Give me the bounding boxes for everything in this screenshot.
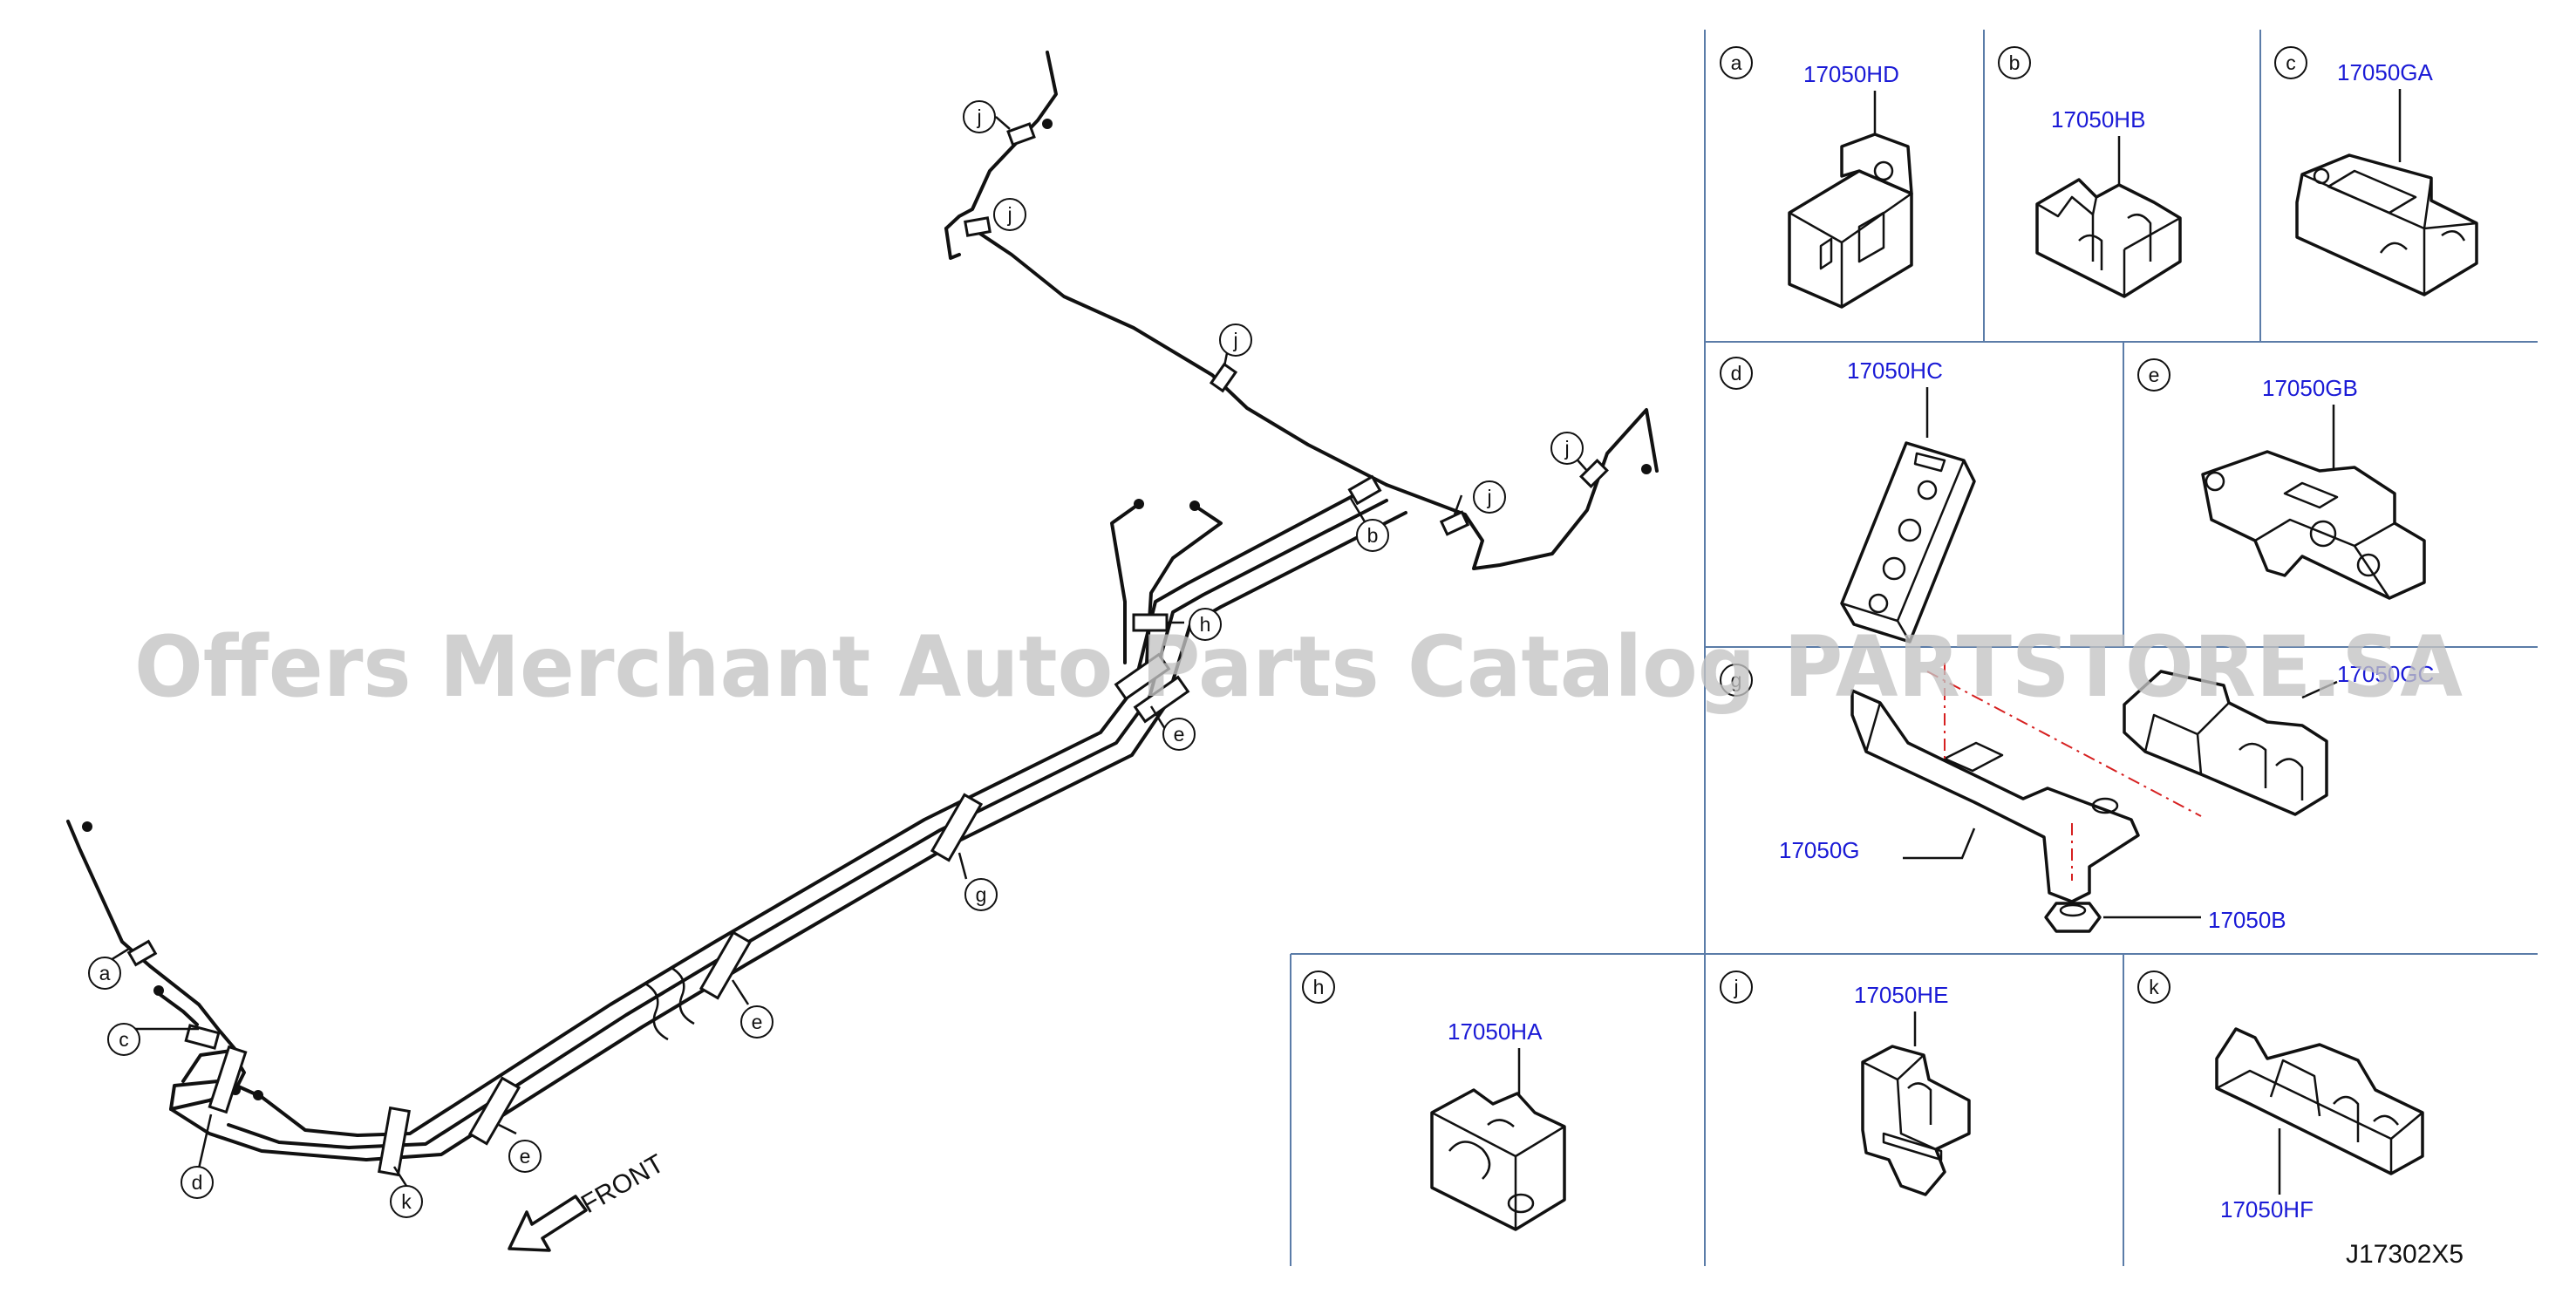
clip-part-c-image	[2295, 153, 2478, 296]
svg-text:e: e	[2149, 364, 2160, 386]
callout-a[interactable]: a	[88, 957, 121, 990]
svg-text:k: k	[401, 1190, 412, 1213]
svg-text:d: d	[1731, 362, 1742, 385]
clip-part-k-image	[2215, 1027, 2424, 1175]
svg-text:e: e	[520, 1145, 531, 1168]
part-number-17050GA[interactable]: 17050GA	[2337, 59, 2434, 85]
part-number-17050HA[interactable]: 17050HA	[1448, 1018, 1543, 1045]
callout-g[interactable]: g	[964, 878, 998, 911]
callout-e-2[interactable]: e	[740, 1005, 773, 1039]
part-number-17050G[interactable]: 17050G	[1779, 837, 1860, 863]
svg-text:e: e	[1174, 723, 1185, 746]
callout-d[interactable]: d	[181, 1166, 214, 1199]
part-number-17050GC[interactable]: 17050GC	[2337, 661, 2434, 687]
svg-text:g: g	[976, 883, 987, 906]
part-number-17050HC[interactable]: 17050HC	[1847, 358, 1943, 384]
svg-text:b: b	[1367, 524, 1379, 547]
detail-cell-d: d 17050HC	[1720, 357, 1976, 644]
part-number-17050HE[interactable]: 17050HE	[1854, 982, 1948, 1008]
clip-part-e-image	[2201, 450, 2426, 600]
detail-cell-g: g 17050G 17050B 17050GC	[1720, 661, 2434, 933]
part-number-17050B[interactable]: 17050B	[2208, 907, 2286, 933]
bracket-part-g-image	[1850, 689, 2140, 903]
clip-part-a-image	[1788, 133, 1913, 309]
svg-text:j: j	[1733, 976, 1738, 998]
watermark: Offers Merchant Auto Parts Catalog PARTS…	[134, 618, 2463, 716]
svg-text:e: e	[752, 1011, 763, 1033]
svg-text:d: d	[192, 1171, 203, 1194]
svg-text:j: j	[1486, 486, 1491, 508]
callout-k[interactable]: k	[390, 1185, 423, 1218]
detail-cell-k: k 17050HF	[2137, 970, 2424, 1222]
svg-text:j: j	[1006, 203, 1012, 226]
detail-grid	[1290, 30, 2538, 1266]
clip-part-h-image	[1430, 1088, 1566, 1231]
svg-text:j: j	[976, 106, 981, 128]
document-id: J17302X5	[2346, 1240, 2464, 1269]
clip-part-d-image	[1840, 441, 1976, 644]
nut-part-17050B-image	[2044, 902, 2102, 933]
svg-text:g: g	[1731, 669, 1742, 691]
svg-text:h: h	[1200, 613, 1211, 636]
callout-j-1[interactable]: j	[963, 100, 996, 133]
svg-text:a: a	[99, 962, 111, 984]
callout-b[interactable]: b	[1356, 519, 1389, 552]
svg-text:k: k	[2149, 976, 2159, 998]
front-label: FRONT	[576, 1149, 669, 1219]
callout-e-1[interactable]: e	[1162, 718, 1196, 751]
detail-cell-c: c 17050GA	[2274, 46, 2478, 296]
detail-cell-e: e 17050GB	[2137, 358, 2426, 600]
clip-part-gc-image	[2123, 670, 2328, 816]
svg-text:a: a	[1731, 51, 1742, 74]
detail-cell-h: h 17050HA	[1302, 970, 1566, 1231]
part-number-17050GB[interactable]: 17050GB	[2262, 375, 2358, 401]
svg-text:j: j	[1564, 437, 1569, 460]
clip-part-j-image	[1861, 1045, 1971, 1196]
fuel-pipe-routing: j j j b j j h e g e e k d c a FRONT	[66, 51, 1659, 1252]
svg-text:c: c	[2286, 51, 2296, 74]
pipe-clips	[126, 122, 1609, 1177]
part-number-17050HB[interactable]: 17050HB	[2051, 106, 2145, 133]
callout-j-2[interactable]: j	[993, 198, 1026, 231]
svg-text:c: c	[119, 1028, 129, 1051]
svg-text:h: h	[1313, 976, 1325, 998]
detail-cell-a: a 17050HD	[1720, 46, 1913, 309]
svg-text:j: j	[1232, 329, 1237, 351]
callout-h[interactable]: h	[1189, 608, 1222, 641]
svg-text:b: b	[2009, 51, 2021, 74]
callout-e-3[interactable]: e	[508, 1140, 542, 1173]
callout-c[interactable]: c	[107, 1023, 140, 1056]
callout-j-3[interactable]: j	[1219, 324, 1252, 357]
clip-part-b-image	[2035, 178, 2182, 298]
detail-cell-b: b 17050HB	[1998, 46, 2182, 298]
part-number-17050HD[interactable]: 17050HD	[1803, 61, 1899, 87]
detail-cell-j: j 17050HE	[1720, 970, 1971, 1196]
callout-j-4[interactable]: j	[1473, 480, 1506, 514]
callout-j-5[interactable]: j	[1550, 432, 1584, 465]
callout-leaders	[106, 116, 1588, 1187]
part-number-17050HF[interactable]: 17050HF	[2220, 1196, 2314, 1222]
